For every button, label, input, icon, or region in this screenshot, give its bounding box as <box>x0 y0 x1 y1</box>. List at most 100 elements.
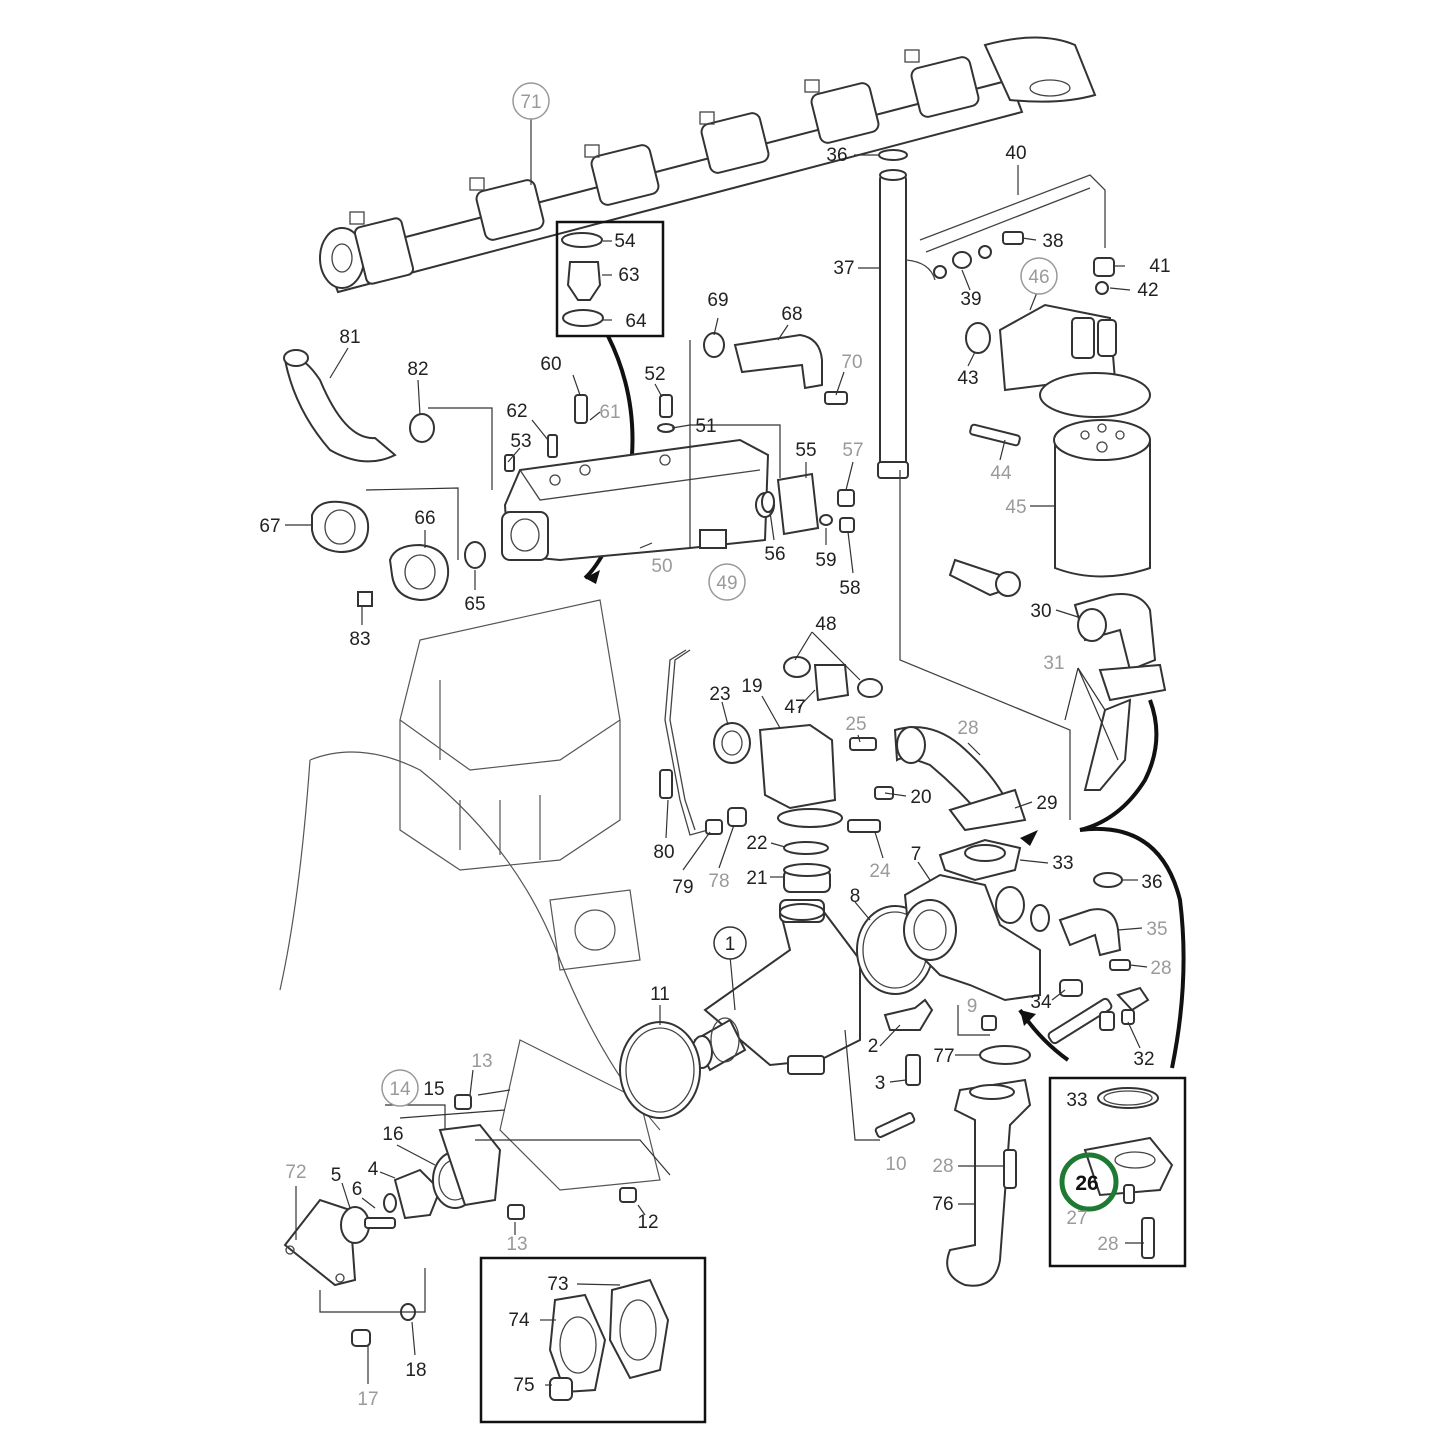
leader-lines <box>285 118 1148 1386</box>
callout-14: 14 <box>389 1079 411 1100</box>
water-pump <box>619 838 1150 1138</box>
callout-4: 4 <box>368 1159 379 1180</box>
callout-26: 26 <box>1075 1172 1098 1195</box>
callout-33b: 33 <box>1066 1090 1087 1111</box>
callout-39: 39 <box>960 289 981 310</box>
callout-53: 53 <box>510 431 531 452</box>
callout-labels: 1 2 3 4 5 6 7 8 9 10 11 12 13 13 14 15 1… <box>259 92 1171 1410</box>
inset-box-73-74-75 <box>479 1256 707 1424</box>
callout-23: 23 <box>709 684 730 705</box>
callout-1: 1 <box>725 934 736 955</box>
manifold-block <box>283 332 855 607</box>
callout-28b: 28 <box>1150 958 1171 979</box>
callout-70: 70 <box>841 352 862 373</box>
callout-15: 15 <box>423 1079 444 1100</box>
callout-76: 76 <box>932 1194 953 1215</box>
callout-80: 80 <box>653 842 674 863</box>
front-cover-parts <box>283 1094 637 1347</box>
callout-36b: 36 <box>1141 872 1162 893</box>
callout-28d: 28 <box>1097 1234 1118 1255</box>
callout-58: 58 <box>839 578 860 599</box>
callout-71: 71 <box>520 92 541 113</box>
callout-5: 5 <box>331 1165 342 1186</box>
callout-28a: 28 <box>957 718 978 739</box>
callout-19: 19 <box>741 676 762 697</box>
callout-13b: 13 <box>506 1234 527 1255</box>
callout-16: 16 <box>382 1124 403 1145</box>
callout-52: 52 <box>644 364 665 385</box>
callout-6: 6 <box>352 1179 363 1200</box>
callout-55: 55 <box>795 440 816 461</box>
callout-33a: 33 <box>1052 853 1073 874</box>
callout-32: 32 <box>1133 1049 1154 1070</box>
circled-callouts <box>381 82 1058 1107</box>
callout-43: 43 <box>957 368 978 389</box>
callout-27: 27 <box>1066 1208 1087 1229</box>
callout-57: 57 <box>842 440 863 461</box>
callout-9: 9 <box>967 996 978 1017</box>
callout-81: 81 <box>339 327 360 348</box>
oil-filter-assembly <box>948 303 1151 597</box>
highlight-ring <box>1059 1152 1119 1212</box>
callout-83: 83 <box>349 629 370 650</box>
callout-48: 48 <box>815 614 836 635</box>
callout-47: 47 <box>784 697 805 718</box>
tube-37 <box>877 149 1115 479</box>
callout-65: 65 <box>464 594 485 615</box>
callout-35: 35 <box>1146 919 1167 940</box>
callout-79: 79 <box>672 877 693 898</box>
callout-44: 44 <box>990 463 1012 484</box>
engine-block-outline <box>279 599 661 1191</box>
callout-77: 77 <box>933 1046 954 1067</box>
callout-50: 50 <box>651 556 672 577</box>
callout-38: 38 <box>1042 231 1063 252</box>
callout-7: 7 <box>911 844 922 865</box>
callout-37: 37 <box>833 258 854 279</box>
callout-45: 45 <box>1005 497 1026 518</box>
callout-42: 42 <box>1137 280 1158 301</box>
callout-49: 49 <box>716 573 737 594</box>
callout-21: 21 <box>746 868 767 889</box>
callout-29: 29 <box>1036 793 1057 814</box>
callout-54: 54 <box>614 231 636 252</box>
callout-25: 25 <box>845 714 866 735</box>
callout-82: 82 <box>407 359 428 380</box>
callout-64: 64 <box>625 311 647 332</box>
callout-18: 18 <box>405 1360 426 1381</box>
thermostat-housing <box>659 649 1027 893</box>
callout-67: 67 <box>259 516 280 537</box>
callout-13a: 13 <box>471 1051 492 1072</box>
callout-17: 17 <box>357 1389 378 1410</box>
inset-box-26 <box>1048 1076 1187 1268</box>
callout-68: 68 <box>781 304 802 325</box>
callout-10: 10 <box>885 1154 906 1175</box>
rocker-shaft-assembly <box>319 36 1097 294</box>
callout-41: 41 <box>1149 256 1170 277</box>
callout-34: 34 <box>1030 992 1052 1013</box>
callout-11: 11 <box>650 984 670 1005</box>
callout-22: 22 <box>746 833 767 854</box>
callout-28c: 28 <box>932 1156 953 1177</box>
hoses <box>899 470 1186 1287</box>
callout-51: 51 <box>695 416 716 437</box>
callout-72: 72 <box>285 1162 306 1183</box>
callout-2: 2 <box>868 1036 879 1057</box>
callout-31: 31 <box>1043 653 1064 674</box>
callout-36a: 36 <box>826 145 847 166</box>
callout-40: 40 <box>1005 143 1026 164</box>
callout-8: 8 <box>850 886 861 907</box>
callout-3: 3 <box>875 1073 886 1094</box>
callout-46: 46 <box>1028 267 1049 288</box>
callout-61: 61 <box>599 402 620 423</box>
callout-75: 75 <box>513 1375 534 1396</box>
callout-24: 24 <box>869 861 891 882</box>
callout-20: 20 <box>910 787 931 808</box>
callout-78: 78 <box>708 871 729 892</box>
callout-59: 59 <box>815 550 836 571</box>
callout-12: 12 <box>637 1212 658 1233</box>
callout-60: 60 <box>540 354 561 375</box>
callout-62: 62 <box>506 401 527 422</box>
callout-74: 74 <box>508 1310 530 1331</box>
callout-30: 30 <box>1030 601 1051 622</box>
